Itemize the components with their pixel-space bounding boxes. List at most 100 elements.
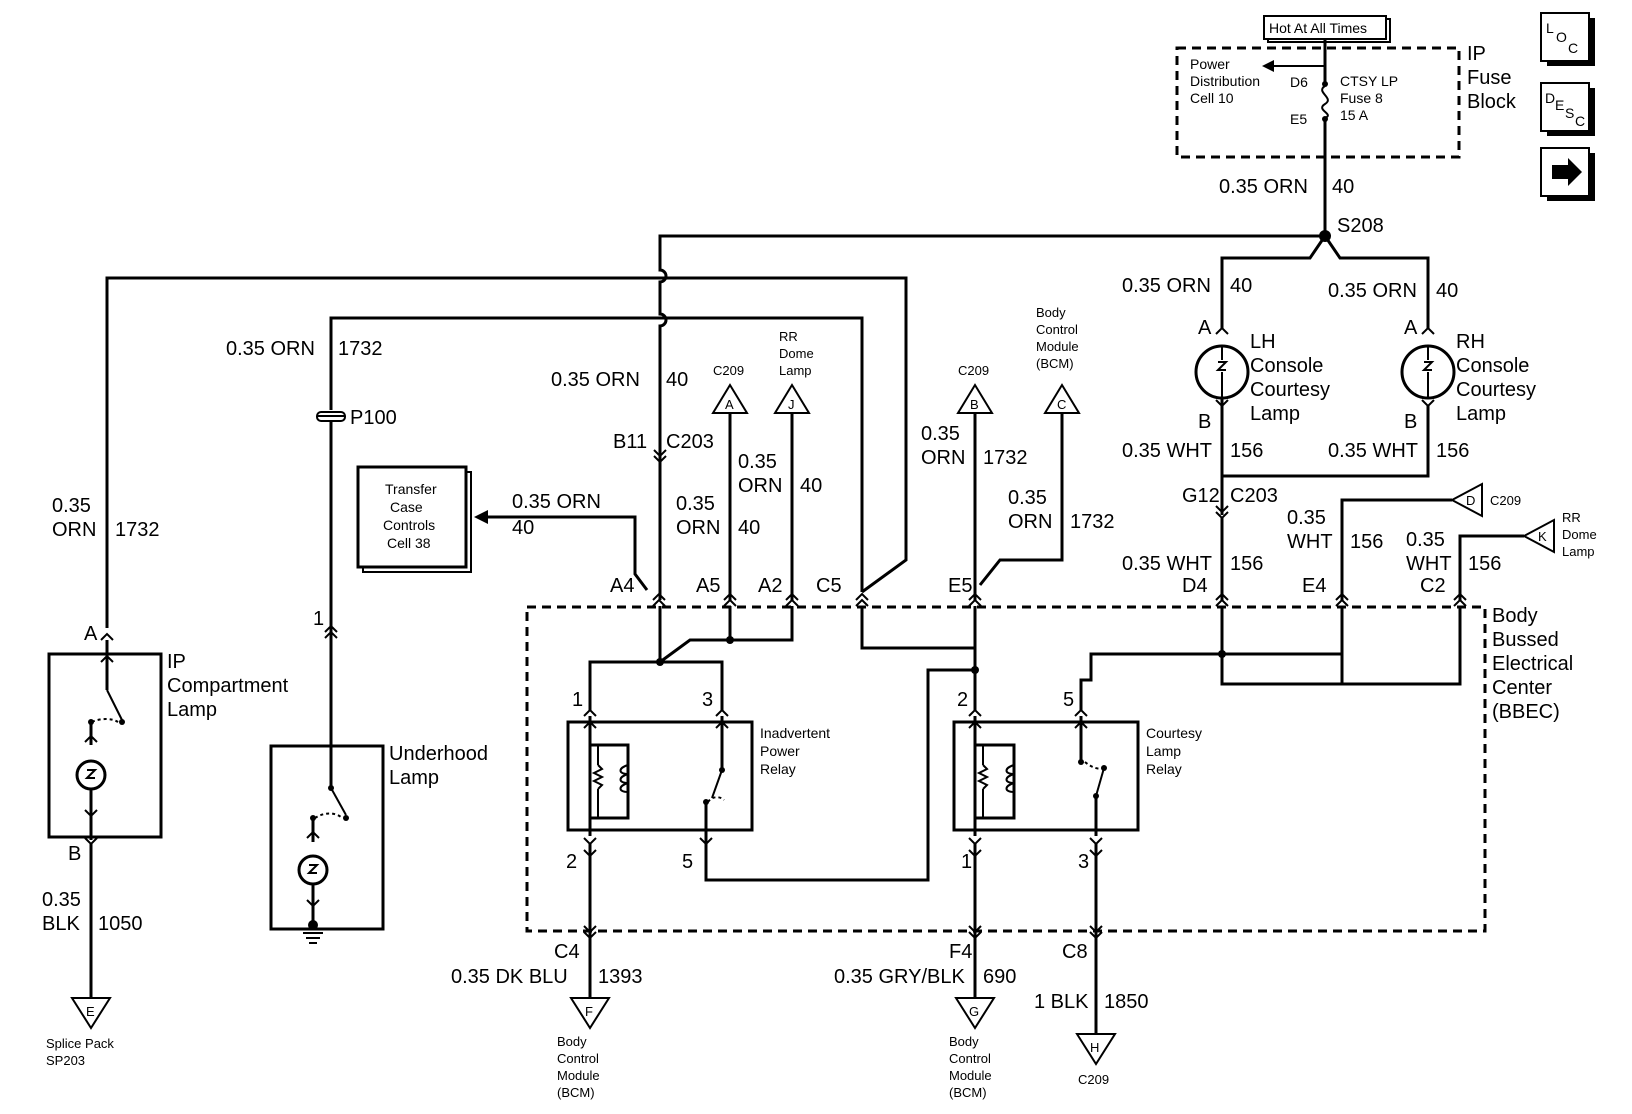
wire-label: 156: [1350, 531, 1383, 553]
pin-label: A4: [610, 575, 634, 597]
wire-label: 0.35: [42, 889, 81, 911]
svg-text:Body: Body: [1492, 605, 1538, 627]
c209-connector-h: H C209: [1075, 1033, 1117, 1087]
connector-pin-label: G12: [1182, 485, 1220, 507]
desc-button[interactable]: D E S C: [1540, 82, 1595, 136]
svg-text:Console: Console: [1250, 355, 1323, 377]
svg-text:Lamp: Lamp: [779, 363, 812, 378]
pin-label: C2: [1420, 575, 1446, 597]
svg-text:Courtesy: Courtesy: [1250, 379, 1330, 401]
svg-text:SP203: SP203: [46, 1053, 85, 1068]
svg-text:G: G: [969, 1004, 979, 1019]
wire-label: ORN: [738, 475, 782, 497]
svg-text:Case: Case: [390, 499, 423, 515]
pin-label: B: [68, 843, 81, 865]
svg-text:D: D: [1466, 493, 1475, 508]
coil-icon: [619, 764, 629, 793]
power-distribution-label: Distribution: [1190, 73, 1260, 89]
component-label: Compartment: [167, 675, 289, 697]
fuse-label: CTSY LP: [1340, 73, 1398, 89]
svg-text:Controls: Controls: [383, 517, 435, 533]
pin-label: 2: [566, 851, 577, 873]
wire-label: 0.35 ORN: [551, 369, 640, 391]
svg-text:Module: Module: [557, 1068, 600, 1083]
component-label: IP: [167, 651, 186, 673]
svg-text:Control: Control: [557, 1051, 599, 1066]
svg-text:Console: Console: [1456, 355, 1529, 377]
fuse-label: Fuse 8: [1340, 90, 1383, 106]
underhood-lamp: Underhood Lamp: [269, 638, 488, 944]
svg-text:C209: C209: [958, 363, 989, 378]
rr-dome-lamp-connector-j: RR Dome Lamp J: [773, 329, 814, 414]
wire-label: 1050: [98, 913, 143, 935]
svg-text:Power: Power: [760, 743, 800, 759]
wire-label: 40: [1332, 176, 1354, 198]
transfer-case-controls-box: Transfer Case Controls Cell 38: [356, 465, 472, 573]
wire-label: 0.35: [1406, 529, 1445, 551]
svg-text:C209: C209: [713, 363, 744, 378]
svg-text:Courtesy: Courtesy: [1146, 725, 1202, 741]
svg-text:F: F: [585, 1004, 593, 1019]
svg-text:Lamp: Lamp: [1146, 743, 1181, 759]
connector-label: C203: [666, 431, 714, 453]
pin-label: 3: [1078, 851, 1089, 873]
component-label: Underhood: [389, 743, 488, 765]
wire-label: 0.35 ORN: [512, 491, 601, 513]
bcm-connector-f: F Body Control Module (BCM): [557, 997, 611, 1100]
svg-text:C209: C209: [1078, 1072, 1109, 1087]
pin-label: A: [1404, 317, 1418, 339]
svg-text:C209: C209: [1490, 493, 1521, 508]
wire-label: 0.35 WHT: [1122, 440, 1212, 462]
rr-dome-lamp-connector-k: K RR Dome Lamp: [1521, 510, 1597, 559]
svg-text:Relay: Relay: [760, 761, 796, 777]
bbec-box: [525, 605, 1487, 933]
pin-label: 2: [957, 689, 968, 711]
wire-label: ORN: [52, 519, 96, 541]
connector-pin-label: B11: [613, 431, 647, 453]
wire-label: 0.35 ORN: [1219, 176, 1308, 198]
hot-at-all-times-label: Hot At All Times: [1269, 20, 1367, 36]
svg-text:LH: LH: [1250, 331, 1276, 353]
c209-connector-a: C209 A: [711, 363, 749, 414]
splice-label: S208: [1337, 215, 1384, 237]
c209-connector-b: C209 B: [956, 363, 994, 414]
inadvertent-power-relay: 1 3 Inadvertent Power Relay 2 5: [566, 689, 830, 873]
wire-label: ORN: [676, 517, 720, 539]
loc-button[interactable]: L O C: [1540, 12, 1595, 66]
svg-text:Control: Control: [1036, 322, 1078, 337]
desc-button-c: C: [1575, 113, 1585, 129]
svg-text:(BCM): (BCM): [557, 1085, 595, 1100]
fuse-icon: [1321, 85, 1329, 119]
loc-button-l: L: [1546, 20, 1554, 36]
svg-text:(BCM): (BCM): [1036, 356, 1074, 371]
wire-label: ORN: [1008, 511, 1052, 533]
svg-text:(BBEC): (BBEC): [1492, 701, 1560, 723]
wire-label: 1732: [115, 519, 160, 541]
pin-label: C5: [816, 575, 842, 597]
pin-label: 1: [572, 689, 583, 711]
pin-label: B: [1198, 411, 1211, 433]
wire-label: 0.35 WHT: [1328, 440, 1418, 462]
desc-button-d: D: [1545, 90, 1555, 106]
fuse-pin-d6: D6: [1290, 74, 1308, 90]
svg-text:A: A: [725, 397, 734, 412]
svg-text:Dome: Dome: [1562, 527, 1597, 542]
next-button[interactable]: [1540, 147, 1595, 201]
coil-icon: [1005, 764, 1015, 793]
svg-text:H: H: [1090, 1040, 1099, 1055]
wire-label: BLK: [42, 913, 80, 935]
pin-label: 3: [702, 689, 713, 711]
c209-connector-d: D C209: [1449, 482, 1521, 518]
p100-connector: P100: [316, 407, 397, 429]
pin-label: A5: [696, 575, 720, 597]
p100-label: P100: [350, 407, 397, 429]
wire-label: 0.35: [52, 495, 91, 517]
svg-text:Relay: Relay: [1146, 761, 1182, 777]
wire-label: 40: [512, 517, 534, 539]
power-distribution-label: Cell 10: [1190, 90, 1234, 106]
wire-label: 0.35 DK BLU: [451, 966, 568, 988]
bcm-connector-c: Body Control Module (BCM) C: [1036, 305, 1081, 414]
power-distribution-label: Power: [1190, 56, 1230, 72]
wire-label: 0.35 GRY/BLK: [834, 966, 965, 988]
lh-console-courtesy-lamp: A B LH Console Courtesy Lamp: [1194, 317, 1330, 515]
